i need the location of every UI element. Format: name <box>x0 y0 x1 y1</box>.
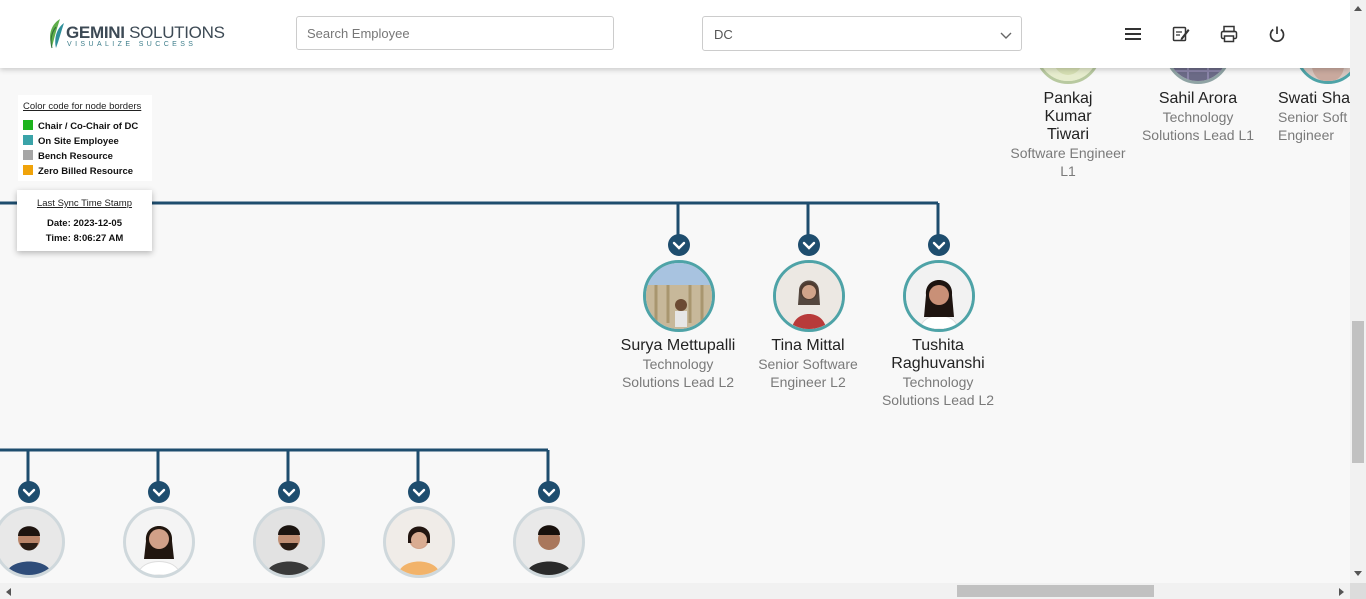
employee-node[interactable]: Sahil Arora Technology Solutions Lead L1 <box>1132 90 1264 144</box>
menu-icon[interactable] <box>1123 24 1143 44</box>
vertical-scrollbar-thumb[interactable] <box>1352 321 1364 463</box>
grey-swatch <box>23 150 33 160</box>
employee-avatar[interactable] <box>513 506 585 578</box>
company-logo[interactable]: GEMINI SOLUTIONS VISUALIZE SUCCESS <box>46 17 225 51</box>
employee-role: Technology Solutions Lead L2 <box>621 356 735 390</box>
teal-swatch <box>23 135 33 145</box>
expand-node-button[interactable] <box>18 481 40 503</box>
top-navbar: GEMINI SOLUTIONS VISUALIZE SUCCESS DC <box>0 0 1350 68</box>
employee-node[interactable]: Surya Mettupalli Technology Solutions Le… <box>612 337 744 391</box>
logo-wordmark: GEMINI SOLUTIONS <box>66 23 225 42</box>
department-select[interactable]: DC <box>702 16 1022 51</box>
legend-title: Color code for node borders <box>23 101 142 112</box>
employee-name: Tushita Raghuvanshi <box>891 337 985 372</box>
scroll-down-arrow-icon[interactable] <box>1353 570 1363 578</box>
edit-note-icon[interactable] <box>1171 24 1191 44</box>
employee-name: Surya Mettupalli <box>620 337 736 354</box>
department-select-value: DC <box>714 27 733 42</box>
legend-item-zero-billed: Zero Billed Resource <box>23 165 133 177</box>
scrollbar-corner <box>1350 583 1366 599</box>
employee-avatar[interactable] <box>643 260 715 332</box>
logo-tagline: VISUALIZE SUCCESS <box>67 41 197 48</box>
horizontal-scrollbar-thumb[interactable] <box>957 585 1154 597</box>
employee-avatar[interactable] <box>383 506 455 578</box>
employee-role: Technology Solutions Lead L2 <box>881 374 995 408</box>
green-swatch <box>23 120 33 130</box>
sync-title: Last Sync Time Stamp <box>36 198 133 209</box>
employee-role: Senior Soft Engineer <box>1278 109 1348 143</box>
scroll-left-arrow-icon[interactable] <box>4 587 12 597</box>
expand-node-button[interactable] <box>538 481 560 503</box>
employee-role: Software Engineer L1 <box>1010 145 1126 179</box>
legend-item-bench: Bench Resource <box>23 150 113 162</box>
legend-item-chair: Chair / Co-Chair of DC <box>23 120 138 132</box>
employee-name: Sahil Arora <box>1158 90 1238 107</box>
scroll-right-arrow-icon[interactable] <box>1338 587 1346 597</box>
employee-role: Technology Solutions Lead L1 <box>1141 109 1255 143</box>
print-icon[interactable] <box>1219 24 1239 44</box>
sync-date: Date: 2023-12-05 <box>47 218 122 229</box>
employee-avatar[interactable] <box>903 260 975 332</box>
employee-node[interactable]: Tushita Raghuvanshi Technology Solutions… <box>872 337 1004 409</box>
employee-name: Swati Sha <box>1278 90 1350 107</box>
expand-node-button[interactable] <box>278 481 300 503</box>
employee-node[interactable]: Tina Mittal Senior Software Engineer L2 <box>742 337 874 391</box>
sync-timestamp-card: Last Sync Time Stamp Date: 2023-12-05 Ti… <box>17 190 152 251</box>
employee-name: Pankaj Kumar Tiwari <box>1043 90 1093 143</box>
employee-name: Tina Mittal <box>771 337 845 354</box>
search-employee-input[interactable] <box>296 16 614 50</box>
leaf-logo-icon <box>50 19 64 49</box>
org-tree-connectors <box>0 201 950 503</box>
employee-avatar[interactable] <box>253 506 325 578</box>
legend-item-on-site: On Site Employee <box>23 135 119 147</box>
employee-node[interactable]: Swati Sha Senior Soft Engineer <box>1273 90 1350 144</box>
expand-node-button[interactable] <box>798 234 820 256</box>
expand-node-button[interactable] <box>668 234 690 256</box>
color-legend: Color code for node borders Chair / Co-C… <box>18 95 152 181</box>
expand-node-button[interactable] <box>408 481 430 503</box>
expand-node-button[interactable] <box>928 234 950 256</box>
sync-time: Time: 8:06:27 AM <box>45 233 124 244</box>
power-icon[interactable] <box>1267 24 1287 44</box>
scroll-up-arrow-icon[interactable] <box>1353 4 1363 12</box>
employee-role: Senior Software Engineer L2 <box>758 356 858 390</box>
employee-avatar[interactable] <box>0 506 65 578</box>
orange-swatch <box>23 165 33 175</box>
expand-node-button[interactable] <box>148 481 170 503</box>
chevron-down-icon <box>1000 32 1012 39</box>
employee-avatar[interactable] <box>123 506 195 578</box>
vertical-scrollbar[interactable] <box>1350 0 1366 583</box>
employee-avatar[interactable] <box>773 260 845 332</box>
employee-node[interactable]: Pankaj Kumar Tiwari Software Engineer L1 <box>1002 90 1134 180</box>
